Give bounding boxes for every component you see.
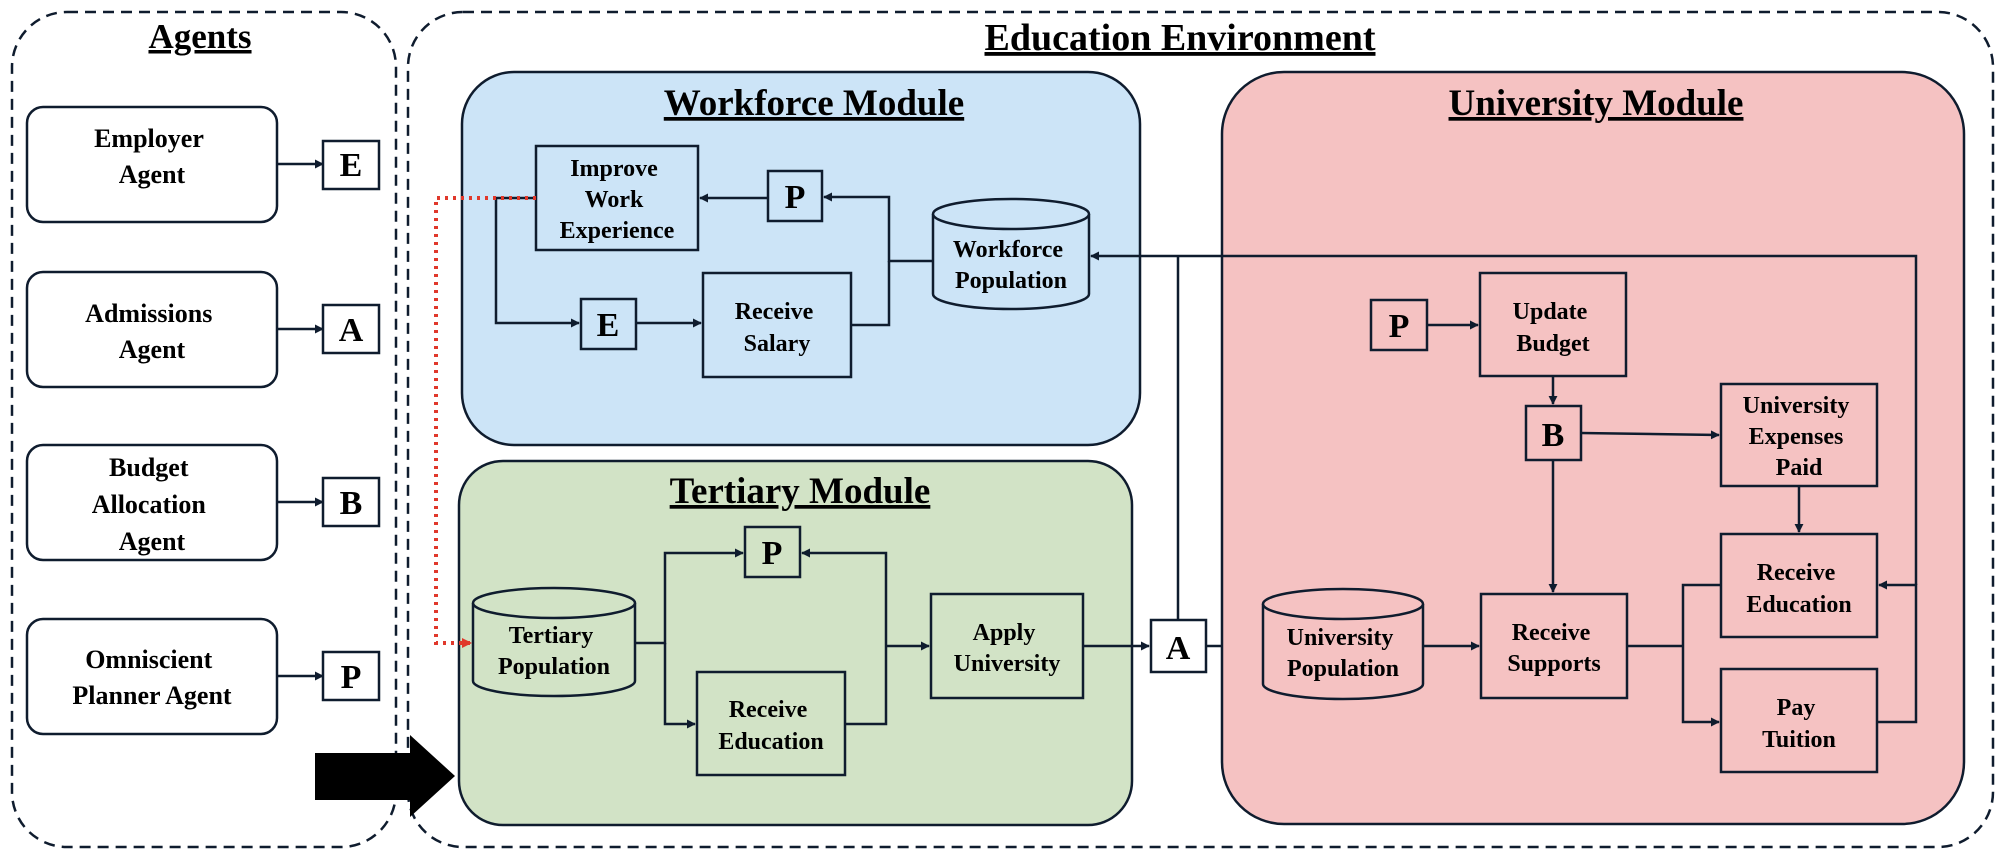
planner-agent-label: Omniscient Planner Agent [72, 645, 231, 710]
tuition-to-education-arrow [1877, 580, 1918, 724]
experience-to-tertiary-dotted-arrow [434, 196, 536, 648]
planner-token-box [321, 650, 381, 702]
receive-education-university-label: Receive Education [1746, 560, 1851, 618]
salary-to-population-line [851, 261, 891, 327]
receive-salary-label: Receive Salary [735, 299, 820, 357]
budget-token: B [340, 485, 363, 522]
workforce-title: Workforce Module [664, 83, 964, 124]
admissions-a-token: A [1166, 630, 1191, 667]
university-title: University Module [1449, 83, 1744, 124]
university-population-cylinder [1261, 587, 1425, 701]
university-p-token-box [1369, 298, 1429, 352]
admissions-token-box [321, 303, 381, 355]
receive-salary-box [701, 271, 853, 379]
update-budget-label: Update Budget [1513, 299, 1594, 357]
receive-education-university-box [1719, 532, 1879, 639]
workforce-population-cylinder [931, 197, 1091, 311]
receive-supports-box [1479, 592, 1629, 700]
improve-experience-label: Improve Work Experience [560, 156, 675, 244]
admissions-agent-label: Admissions Agent [85, 299, 219, 364]
b-to-expenses-arrow [1580, 430, 1720, 440]
employer-agent-label: Employer Agent [94, 124, 210, 189]
workforce-e-token: E [597, 307, 620, 344]
expenses-paid-label: University Expenses Paid [1743, 393, 1856, 481]
tertiary-population-label: Tertiary Population [498, 623, 610, 680]
planner-agent-box [25, 617, 279, 736]
agents-panel [10, 10, 398, 849]
university-p-token: P [1389, 308, 1410, 345]
university-b-token-box [1524, 404, 1583, 462]
tertiary-population-to-p-arrow [635, 548, 744, 645]
workforce-e-token-box [579, 297, 638, 351]
education-return-line [845, 646, 888, 726]
pay-tuition-label: Pay Tuition [1762, 695, 1836, 753]
education-to-workforce-arrow [1090, 251, 1918, 585]
pay-tuition-box [1719, 667, 1879, 774]
p-return-arrow [801, 548, 888, 646]
admissions-agent-box [25, 270, 279, 389]
budget-agent-label: Budget Allocation Agent [92, 453, 213, 556]
planner-token: P [341, 659, 362, 696]
budget-token-box [321, 476, 381, 528]
receive-education-tertiary-label: Receive Education [718, 697, 823, 755]
environment-title: Education Environment [985, 17, 1376, 59]
expenses-paid-box [1719, 382, 1879, 488]
employer-token: E [340, 147, 363, 184]
employer-token-box [321, 139, 381, 191]
tertiary-title: Tertiary Module [670, 471, 931, 512]
tertiary-population-to-education-arrow [663, 643, 696, 729]
apply-university-label: Apply University [954, 620, 1061, 677]
admissions-token: A [339, 312, 364, 349]
receive-supports-label: Receive Supports [1507, 620, 1600, 677]
receive-education-tertiary-box [695, 670, 847, 777]
agents-to-environment-big-arrow [315, 735, 455, 817]
supports-to-tuition-arrow [1681, 646, 1720, 727]
update-budget-box [1478, 271, 1628, 378]
apply-university-box [929, 592, 1085, 700]
improve-to-e-arrow [494, 196, 580, 328]
tertiary-population-cylinder [471, 586, 637, 698]
tertiary-p-token: P [762, 535, 783, 572]
agents-title: Agents [148, 17, 251, 56]
workforce-population-label: Workforce Population [953, 237, 1069, 294]
workforce-p-token-box [766, 169, 824, 223]
population-to-p-arrow [823, 192, 933, 263]
supports-to-education-arrow [1681, 583, 1721, 646]
improve-experience-box [534, 144, 700, 252]
university-population-label: University Population [1287, 625, 1400, 682]
university-b-token: B [1542, 417, 1565, 454]
tertiary-p-token-box [743, 525, 802, 579]
workforce-p-token: P [785, 179, 806, 216]
